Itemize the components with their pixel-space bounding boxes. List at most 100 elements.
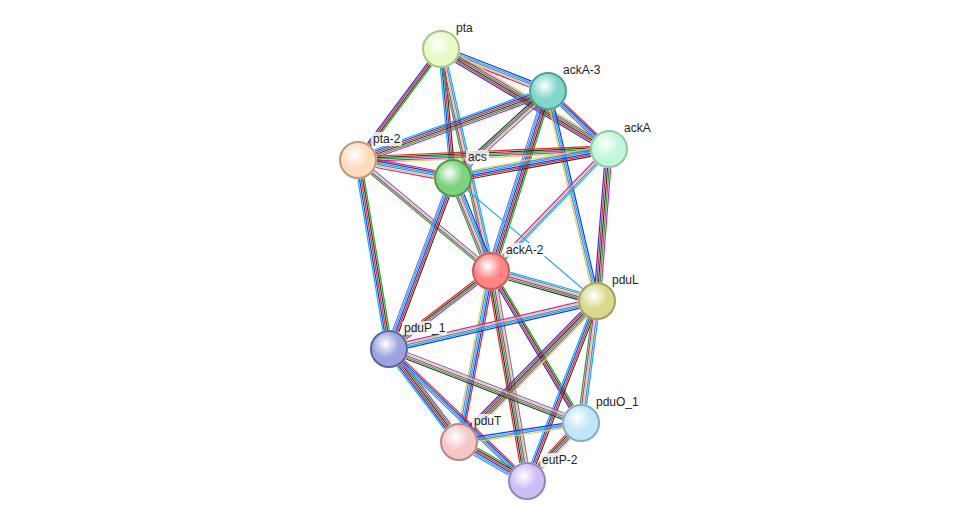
evidence-line bbox=[360, 179, 385, 331]
evidence-line bbox=[407, 356, 564, 416]
protein-label: pduO_1 bbox=[594, 395, 641, 409]
evidence-line bbox=[472, 152, 591, 174]
evidence-line bbox=[501, 110, 547, 254]
interaction-edge bbox=[493, 108, 546, 254]
evidence-line bbox=[595, 168, 604, 282]
evidence-line bbox=[458, 197, 482, 255]
protein-node: pduO_1 bbox=[562, 404, 600, 442]
protein-node: pta bbox=[422, 30, 460, 68]
interaction-edge bbox=[550, 109, 595, 283]
evidence-line bbox=[376, 166, 434, 177]
evidence-line bbox=[361, 179, 386, 331]
protein-circle bbox=[440, 423, 478, 461]
evidence-line bbox=[364, 178, 389, 330]
interaction-edge bbox=[465, 102, 536, 168]
evidence-line bbox=[471, 150, 590, 172]
protein-node: pta-2 bbox=[339, 141, 377, 179]
evidence-line bbox=[582, 320, 593, 404]
evidence-line bbox=[509, 279, 578, 299]
evidence-line bbox=[408, 353, 565, 413]
evidence-line bbox=[499, 110, 545, 254]
interaction-edge bbox=[474, 448, 513, 475]
interaction-edge bbox=[393, 195, 450, 333]
protein-node: pduP_1 bbox=[370, 330, 408, 368]
evidence-line bbox=[403, 281, 475, 336]
evidence-line bbox=[406, 357, 563, 417]
protein-circle bbox=[508, 462, 546, 500]
evidence-line bbox=[504, 162, 596, 257]
interaction-edge bbox=[376, 160, 435, 179]
evidence-line bbox=[478, 428, 562, 441]
evidence-line bbox=[553, 109, 593, 282]
evidence-line bbox=[472, 153, 591, 175]
evidence-line bbox=[475, 452, 510, 472]
protein-node: ackA-2 bbox=[472, 252, 510, 290]
protein-circle bbox=[434, 159, 472, 197]
evidence-line bbox=[471, 313, 582, 427]
protein-circle bbox=[578, 282, 616, 320]
evidence-line bbox=[401, 364, 512, 470]
evidence-line bbox=[560, 106, 594, 138]
evidence-line bbox=[597, 168, 606, 282]
evidence-line bbox=[406, 359, 562, 419]
protein-label: pduL bbox=[610, 273, 641, 287]
evidence-line bbox=[396, 196, 447, 331]
protein-circle bbox=[422, 30, 460, 68]
protein-label: ackA bbox=[622, 121, 653, 135]
evidence-line bbox=[587, 320, 598, 404]
protein-node: ackA-3 bbox=[529, 72, 567, 110]
protein-circle bbox=[590, 130, 628, 168]
evidence-line bbox=[463, 290, 488, 424]
protein-label: ackA-2 bbox=[504, 243, 545, 257]
evidence-line bbox=[474, 455, 509, 475]
interaction-edge bbox=[508, 272, 580, 299]
interaction-edge bbox=[406, 353, 565, 419]
evidence-line bbox=[464, 290, 489, 424]
protein-node: acs bbox=[434, 159, 472, 197]
evidence-line bbox=[503, 161, 595, 256]
evidence-line bbox=[478, 427, 562, 440]
protein-label: pta-2 bbox=[371, 132, 402, 146]
protein-label: acs bbox=[466, 150, 489, 164]
evidence-line bbox=[472, 155, 591, 177]
evidence-line bbox=[561, 105, 595, 137]
protein-node: ackA bbox=[590, 130, 628, 168]
interaction-edge bbox=[532, 318, 593, 464]
evidence-line bbox=[457, 197, 481, 255]
evidence-line bbox=[580, 319, 591, 403]
protein-node: pduL bbox=[578, 282, 616, 320]
interaction-edge bbox=[471, 149, 591, 179]
evidence-line bbox=[363, 179, 388, 331]
evidence-line bbox=[469, 312, 581, 426]
evidence-line bbox=[474, 454, 509, 474]
protein-label: pta bbox=[454, 21, 475, 35]
interaction-edge bbox=[595, 168, 610, 283]
evidence-line bbox=[358, 179, 383, 330]
evidence-line bbox=[476, 451, 511, 471]
interaction-edge bbox=[358, 178, 389, 331]
protein-circle bbox=[562, 404, 600, 442]
protein-label: ackA-3 bbox=[561, 63, 602, 77]
interaction-edge bbox=[580, 319, 597, 404]
evidence-line bbox=[459, 196, 483, 254]
protein-node: eutP-2 bbox=[508, 462, 546, 500]
interaction-edge bbox=[503, 161, 598, 259]
protein-label: eutP-2 bbox=[540, 453, 579, 467]
evidence-line bbox=[394, 195, 445, 330]
evidence-line bbox=[461, 195, 485, 253]
protein-label: pduP_1 bbox=[402, 321, 447, 335]
evidence-line bbox=[496, 109, 542, 253]
evidence-line bbox=[563, 102, 597, 134]
protein-circle bbox=[370, 330, 408, 368]
evidence-line bbox=[505, 163, 597, 258]
protein-circle bbox=[472, 252, 510, 290]
evidence-line bbox=[508, 280, 577, 300]
evidence-line bbox=[562, 104, 596, 136]
evidence-line bbox=[510, 275, 579, 295]
protein-circle bbox=[339, 141, 377, 179]
evidence-line bbox=[471, 149, 590, 171]
protein-node: pduT bbox=[440, 423, 478, 461]
protein-label: pduT bbox=[472, 414, 503, 428]
evidence-line bbox=[584, 320, 595, 404]
interaction-edge bbox=[560, 102, 597, 137]
